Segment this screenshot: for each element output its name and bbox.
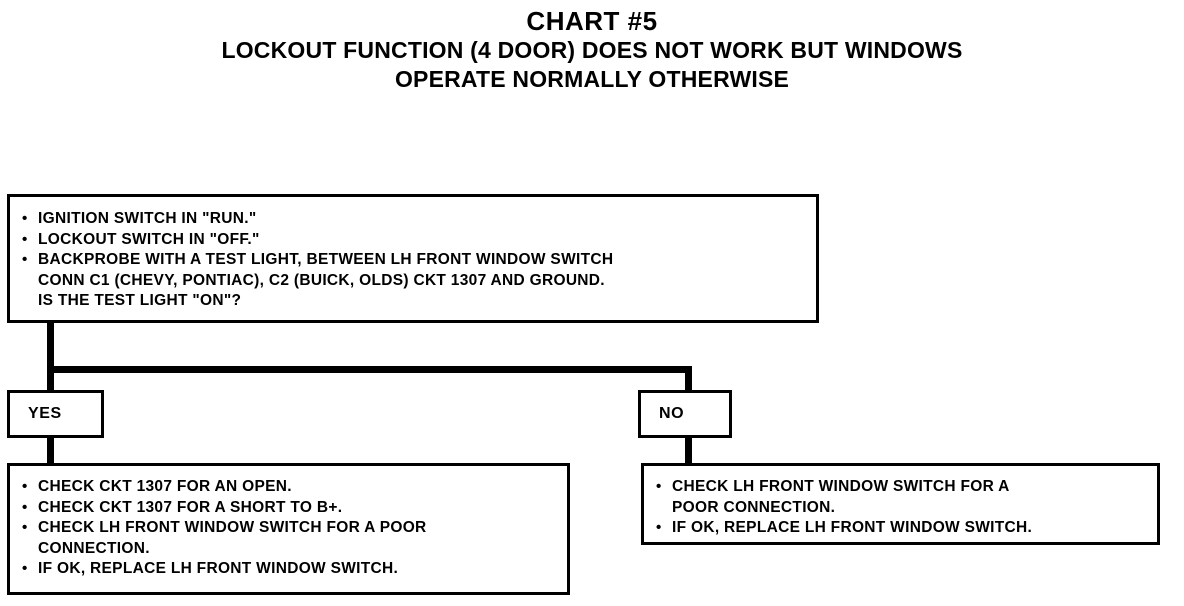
list-item: IGNITION SWITCH IN "RUN." xyxy=(21,209,806,230)
branch-label-no: NO xyxy=(659,405,685,422)
branch-label-yes: YES xyxy=(28,405,62,422)
list-item: CHECK LH FRONT WINDOW SWITCH FOR A POOR … xyxy=(655,477,1149,518)
list-item: BACKPROBE WITH A TEST LIGHT, BETWEEN LH … xyxy=(21,250,806,312)
connector-branch-bus xyxy=(47,366,692,373)
list-item: CHECK CKT 1307 FOR A SHORT TO B+. xyxy=(21,498,559,519)
branch-box-yes: YES xyxy=(7,390,104,438)
list-item: CHECK LH FRONT WINDOW SWITCH FOR A POOR … xyxy=(21,518,559,559)
yes-result-box: CHECK CKT 1307 FOR AN OPEN. CHECK CKT 13… xyxy=(7,463,570,595)
chart-title-block: CHART #5 LOCKOUT FUNCTION (4 DOOR) DOES … xyxy=(0,6,1184,94)
yes-result-list: CHECK CKT 1307 FOR AN OPEN. CHECK CKT 13… xyxy=(21,477,559,580)
list-item: IF OK, REPLACE LH FRONT WINDOW SWITCH. xyxy=(21,559,559,580)
no-result-list: CHECK LH FRONT WINDOW SWITCH FOR A POOR … xyxy=(655,477,1149,539)
list-item: CHECK CKT 1307 FOR AN OPEN. xyxy=(21,477,559,498)
connector-to-yes-box xyxy=(47,366,54,394)
list-item: IF OK, REPLACE LH FRONT WINDOW SWITCH. xyxy=(655,518,1149,539)
no-result-box: CHECK LH FRONT WINDOW SWITCH FOR A POOR … xyxy=(641,463,1160,545)
list-item: LOCKOUT SWITCH IN "OFF." xyxy=(21,230,806,251)
connector-yes-to-result xyxy=(47,435,54,467)
decision-box-list: IGNITION SWITCH IN "RUN." LOCKOUT SWITCH… xyxy=(21,209,806,312)
connector-to-no-box xyxy=(685,366,692,394)
branch-box-no: NO xyxy=(638,390,732,438)
chart-title-line-2: OPERATE NORMALLY OTHERWISE xyxy=(394,66,790,92)
chart-number: CHART #5 xyxy=(526,6,658,36)
decision-box: IGNITION SWITCH IN "RUN." LOCKOUT SWITCH… xyxy=(7,194,819,323)
connector-decision-stem xyxy=(47,321,54,373)
connector-no-to-result xyxy=(685,435,692,467)
chart-title-line-1: LOCKOUT FUNCTION (4 DOOR) DOES NOT WORK … xyxy=(221,37,963,63)
